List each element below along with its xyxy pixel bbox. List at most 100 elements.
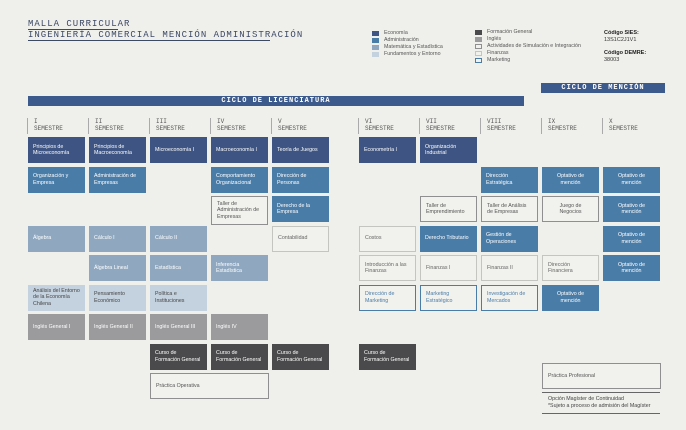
semester-number: X (609, 118, 613, 125)
course-name: Gestión de Operaciones (486, 232, 517, 245)
swatch-formacion-general (475, 30, 482, 35)
course-marketing-estrategico[interactable]: Marketing Estratégico (420, 284, 477, 311)
course-juego-de-negocios[interactable]: Juego de Negocios (542, 196, 599, 222)
course-administracion-de-empresas[interactable]: Administración de Empresas (89, 166, 146, 193)
semester-label: SEMESTRE (609, 125, 638, 132)
course-name: Inglés General I (33, 323, 71, 330)
course-algebra-lineal[interactable]: Álgebra Lineal (89, 255, 146, 281)
semester-label: SEMESTRE (156, 125, 185, 132)
course-analisis-del-entorno-de-la-economia-chilena[interactable]: Análisis del Entorno de la Economía Chil… (28, 284, 85, 311)
legend-label: Formación General (487, 29, 533, 35)
course-direccion-financiera[interactable]: Dirección Financiera (542, 255, 599, 281)
code-sies-label: Código SIES: (604, 30, 639, 36)
cycle-licenciatura-bar: CICLO DE LICENCIATURA (28, 96, 524, 106)
course-politica-e-instituciones[interactable]: Política e Instituciones (150, 284, 207, 311)
course-algebra[interactable]: Álgebra (28, 225, 85, 252)
course-derecho-de-la-empresa[interactable]: Derecho de la Empresa (272, 196, 329, 222)
course-comportamiento-organizacional[interactable]: Comportamiento Organizacional (211, 166, 268, 193)
course-practica-operativa[interactable]: Práctica Operativa (150, 373, 269, 399)
course-name: Práctica Profesional (548, 372, 596, 379)
course-direccion-de-personas[interactable]: Dirección de Personas (272, 166, 329, 193)
legend-label: Marketing (487, 57, 511, 63)
course-estadistica[interactable]: Estadística (150, 255, 207, 281)
course-curso-de-formacion-general[interactable]: Curso de Formación General (150, 343, 207, 370)
course-ingles-general-i[interactable]: Inglés General I (28, 314, 85, 340)
course-name: Álgebra Lineal (94, 264, 128, 271)
course-direccion-estrategica[interactable]: Dirección Estratégica (481, 166, 538, 193)
legend-label: Administración (384, 37, 419, 43)
magister-title: Opción Magíster de Continuidad (548, 396, 624, 402)
course-calculo-i[interactable]: Cálculo I (89, 225, 146, 252)
course-taller-de-emprendimiento[interactable]: Taller de Emprendimiento (420, 196, 477, 222)
course-investigacion-de-mercados[interactable]: Investigación de Mercados (481, 284, 538, 311)
course-name: Optativo de mención (617, 173, 646, 186)
course-direccion-de-marketing[interactable]: Dirección de Marketing (359, 284, 416, 311)
course-curso-de-formacion-general[interactable]: Curso de Formación General (211, 343, 268, 370)
course-name: Juego de Negocios (559, 202, 582, 216)
course-pensamiento-economico[interactable]: Pensamiento Económico (89, 284, 146, 311)
swatch-matematica (372, 45, 379, 50)
course-name: Investigación de Mercados (487, 291, 526, 304)
course-name: Taller de Administración de Empresas (217, 200, 260, 220)
swatch-actividades (475, 44, 482, 49)
course-contabilidad[interactable]: Contabilidad (272, 225, 329, 252)
course-derecho-tributario[interactable]: Derecho Tributario (420, 225, 477, 252)
course-optativo-de-mencion[interactable]: Optativo de mención (603, 255, 660, 281)
course-ingles-general-iii[interactable]: Inglés General III (150, 314, 207, 340)
course-inferencia-estadistica[interactable]: Inferencia Estadística (211, 255, 268, 281)
course-introduccion-a-las-finanzas[interactable]: Introducción a las Finanzas (359, 255, 416, 281)
course-name: Costos (365, 235, 382, 242)
code-sies: Código SIES:13S1C2J1V1 (604, 30, 639, 44)
course-calculo-ii[interactable]: Cálculo II (150, 225, 207, 252)
magister-footnote: *Sujeto a proceso de admisión del Magíst… (548, 403, 651, 409)
course-name: Organización y Empresa (33, 173, 69, 186)
course-taller-de-analisis-de-empresas[interactable]: Taller de Análisis de Empresas (481, 196, 538, 222)
course-name: Comportamiento Organizacional (216, 173, 256, 186)
course-name: Optativo de mención (617, 261, 646, 275)
course-finanzas-ii[interactable]: Finanzas II (481, 255, 538, 281)
course-ingles-general-ii[interactable]: Inglés General II (89, 314, 146, 340)
course-name: Principios de Macroeconomía (94, 143, 132, 157)
course-organizacion-y-empresa[interactable]: Organización y Empresa (28, 166, 85, 193)
course-curso-de-formacion-general[interactable]: Curso de Formación General (272, 343, 329, 370)
semester-number: III (156, 118, 167, 125)
course-econometria-i[interactable]: Econometría I (359, 137, 416, 163)
course-optativo-de-mencion[interactable]: Optativo de mención (603, 166, 660, 193)
magister-note: Opción Magíster de Continuidad *Sujeto a… (542, 392, 660, 414)
course-name: Optativo de mención (556, 173, 585, 186)
course-principios-de-macroeconomia[interactable]: Principios de Macroeconomía (89, 137, 146, 163)
subtitle-underline (28, 40, 270, 41)
course-name: Pensamiento Económico (94, 291, 125, 304)
course-microeconomia-i[interactable]: Microeconomía I (150, 137, 207, 163)
course-optativo-de-mencion[interactable]: Optativo de mención (542, 284, 599, 311)
course-name: Inglés IV (216, 323, 237, 330)
course-taller-de-administracion-de-empresas[interactable]: Taller de Administración de Empresas (211, 196, 268, 225)
course-optativo-de-mencion[interactable]: Optativo de mención (542, 166, 599, 193)
course-optativo-de-mencion[interactable]: Optativo de mención (603, 196, 660, 222)
course-practica-profesional[interactable]: Práctica Profesional (542, 363, 661, 389)
course-ingles-iv[interactable]: Inglés IV (211, 314, 268, 340)
cycle-mencion-bar: CICLO DE MENCIÓN (541, 83, 665, 93)
course-teoria-de-juegos[interactable]: Teoría de Juegos (272, 137, 329, 163)
course-name: Práctica Operativa (156, 382, 200, 389)
semester-label: SEMESTRE (34, 125, 63, 132)
course-name: Teoría de Juegos (277, 146, 318, 153)
course-costos[interactable]: Costos (359, 225, 416, 252)
course-gestion-de-operaciones[interactable]: Gestión de Operaciones (481, 225, 538, 252)
course-name: Dirección Estratégica (486, 173, 513, 186)
course-organizacion-industrial[interactable]: Organización Industrial (420, 137, 477, 163)
course-macroeconomia-i[interactable]: Macroeconomía I (211, 137, 268, 163)
semester-label: SEMESTRE (487, 125, 516, 132)
course-curso-de-formacion-general[interactable]: Curso de Formación General (359, 343, 416, 370)
legend-label: Matemática y Estadística (384, 44, 443, 50)
course-optativo-de-mencion[interactable]: Optativo de mención (603, 225, 660, 252)
course-principios-de-microeconomia[interactable]: Principios de Microeconomía (28, 137, 85, 163)
course-name: Contabilidad (278, 235, 308, 242)
course-finanzas-i[interactable]: Finanzas I (420, 255, 477, 281)
